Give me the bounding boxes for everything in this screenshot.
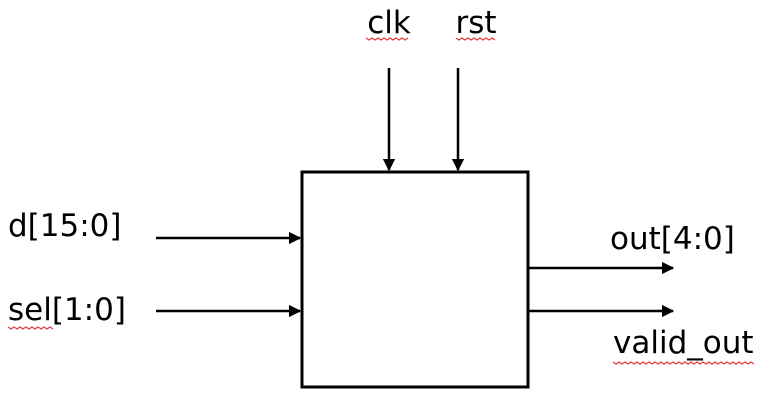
port-label-valid-out: valid_out xyxy=(613,325,754,361)
port-label-clk: clk xyxy=(367,5,411,41)
port-clk: clk xyxy=(365,5,411,172)
port-out: out[4:0] xyxy=(528,221,735,275)
port-valid-out: valid_out xyxy=(528,304,755,365)
port-d: d[15:0] xyxy=(8,208,302,245)
port-label-d: d[15:0] xyxy=(8,208,121,244)
port-label-rst: rst xyxy=(455,5,496,41)
port-label-sel: sel[1:0] xyxy=(8,292,126,328)
spellcheck-underline xyxy=(365,37,409,41)
port-rst: rst xyxy=(451,5,497,172)
port-sel: sel[1:0] xyxy=(7,292,302,330)
spellcheck-underline xyxy=(612,361,755,365)
module-block xyxy=(300,170,530,389)
spellcheck-underline xyxy=(455,37,496,41)
port-label-out: out[4:0] xyxy=(610,221,735,257)
spellcheck-underline xyxy=(7,326,54,330)
